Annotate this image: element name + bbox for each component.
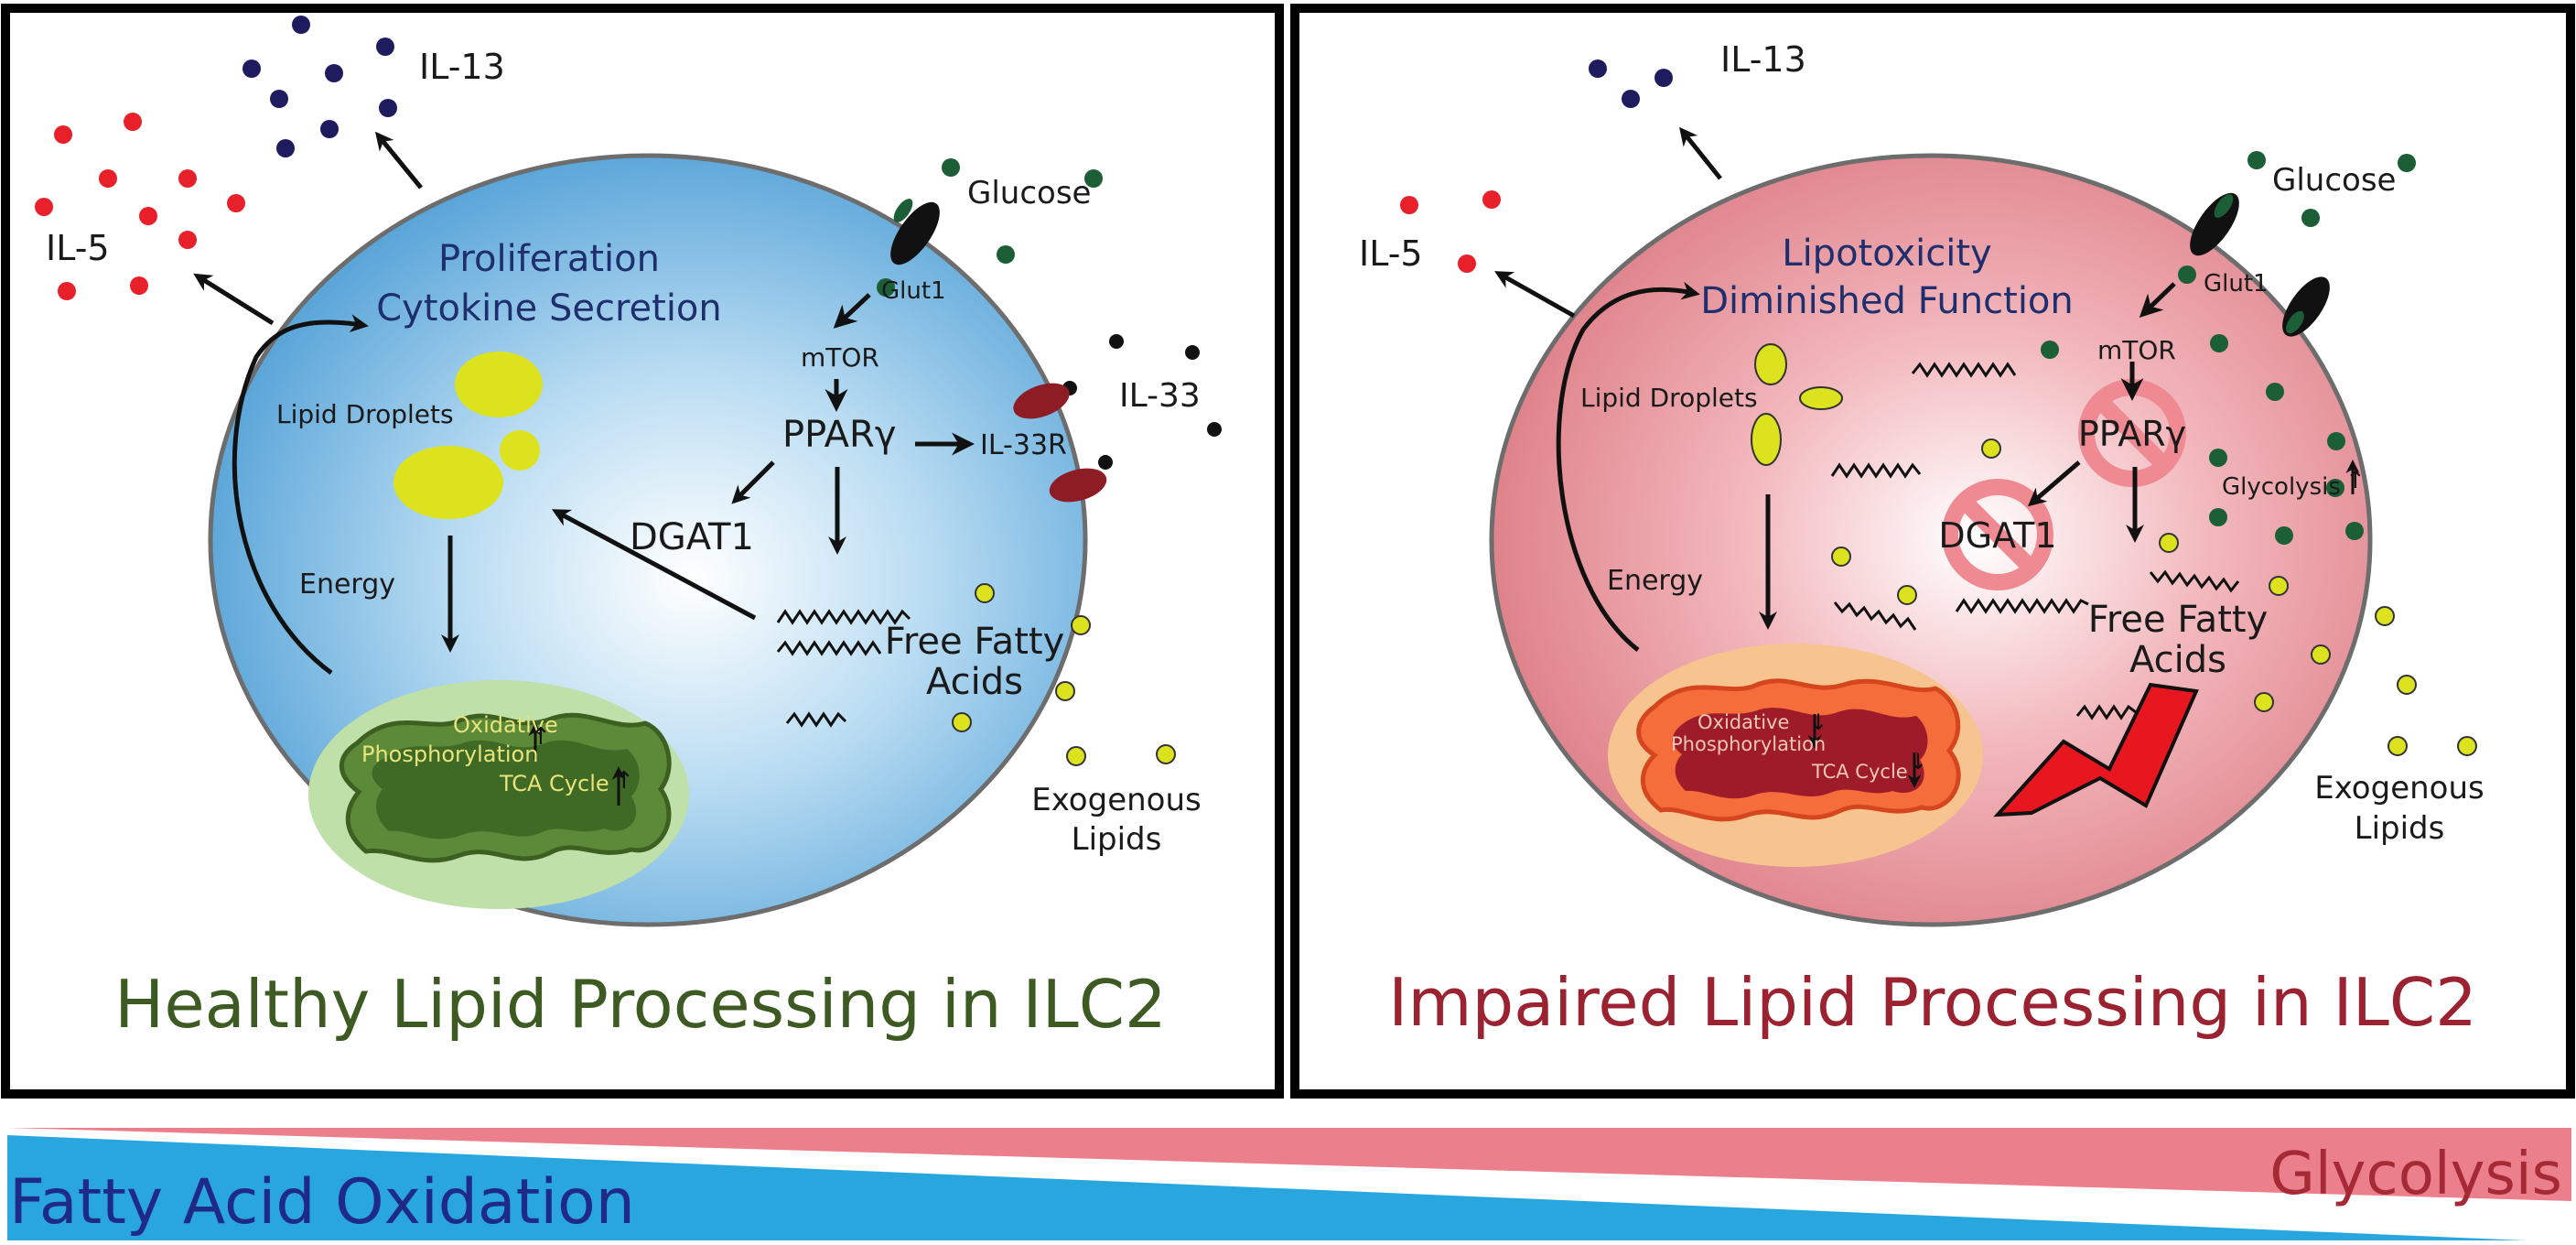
glut1-transporter-impaired [2190,192,2330,337]
glucose-label: Glucose [967,175,1091,211]
exogenous-line1: Exogenous [1031,782,1201,818]
ffa-line1: Free Fatty [885,621,1064,663]
oxphos-line2: Phosphorylation [361,742,538,767]
tca-label: TCA Cycle [499,771,609,796]
tca-label-impaired: TCA Cycle [1811,761,1908,783]
impaired-fatty-acids [1830,362,2240,720]
fao-wedge [7,1135,2526,1240]
mtor-label: mTOR [801,342,879,373]
impaired-mitochondrion [1608,644,1983,867]
healthy-arrows [193,131,975,806]
healthy-title: Healthy Lipid Processing in ILC2 [114,966,1167,1043]
exogenous-line2: Lipids [1072,821,1162,858]
lipid-dots-impaired [1831,438,2477,756]
glut1-transporter [890,199,940,265]
glucose-label-impaired: Glucose [2272,162,2396,199]
dgat1-inhibited-badge [1942,479,2053,590]
ffa-line1-impaired: Free Fatty [2088,599,2268,641]
impaired-function-line1: Lipotoxicity [1782,233,1991,275]
oxphos-line2-impaired: Phosphorylation [1671,733,1826,755]
exogenous-line1-impaired: Exogenous [2314,770,2484,807]
impaired-panel: IL-13 IL-5 Glucose Glut1 mTOR PPARγ DGAT… [1359,39,2484,1041]
glycolysis-change-glyph: ↑ [2345,467,2366,494]
lipotoxicity-bolt [1993,682,2199,817]
impaired-title: Impaired Lipid Processing in ILC2 [1388,964,2477,1041]
ffa-line2-impaired: Acids [2129,639,2226,681]
impaired-function-line2: Diminished Function [1700,280,2074,322]
il33-dots [1062,334,1222,470]
il5-dots-impaired [1400,190,1501,273]
il13-label: IL-13 [419,47,505,87]
il5-label-impaired: IL-5 [1359,233,1423,274]
glycolysis-label: Glycolysis [2269,1141,2562,1208]
healthy-function-line2: Cytokine Secretion [376,287,722,330]
tca-change-glyph: ↑ [614,767,634,795]
ppar-label: PPARγ [782,414,897,456]
metabolic-gradient-bar: Fatty Acid Oxidation Glycolysis [7,1128,2571,1240]
il13-label-impaired: IL-13 [1720,39,1806,80]
il33r-receptor [1013,383,1107,503]
fao-label: Fatty Acid Oxidation [9,1166,635,1239]
glut1-label: Glut1 [881,277,946,305]
healthy-mitochondrion [308,680,689,909]
lipid-droplets-label: Lipid Droplets [276,399,454,429]
oxphos-line1: Oxidative [453,712,558,738]
energy-label: Energy [299,568,395,601]
glycolysis-wedge [7,1128,2571,1201]
il5-label: IL-5 [46,228,110,268]
il33-label: IL-33 [1119,377,1201,415]
healthy-panel: IL-13 IL-5 IL-33 Glucose Glut1 mTOR PPAR… [35,16,1222,1043]
impaired-arrows [1494,126,2360,788]
il33r-label: IL-33R [980,429,1067,461]
ffa-line2: Acids [926,661,1023,703]
exogenous-line2-impaired: Lipids [2355,810,2445,847]
lipid-droplets [393,352,543,519]
mtor-label-impaired: mTOR [2097,335,2176,365]
oxphos-line1-impaired: Oxidative [1698,711,1789,733]
glut1-label-impaired: Glut1 [2204,270,2269,298]
il13-dots-impaired [1589,60,1673,108]
dgat1-label: DGAT1 [630,516,754,558]
energy-label-impaired: Energy [1607,565,1703,597]
il13-dots [243,16,397,157]
healthy-fatty-acids [776,609,911,728]
glucose-dots-impaired [2041,151,2416,545]
ppar-label-impaired: PPARγ [2078,414,2186,454]
oxphos-change-glyph-impaired: ↓ [1809,709,1828,735]
lipid-droplets-impaired [1751,343,1843,466]
glycolysis-label-impaired: Glycolysis [2222,473,2341,501]
il5-dots [35,113,245,300]
oxphos-change-glyph: ↑ [531,723,551,751]
exogenous-lipid-dots [952,583,1176,766]
healthy-function-line1: Proliferation [438,238,660,280]
dgat1-label-impaired: DGAT1 [1938,515,2056,556]
lipid-droplets-label-impaired: Lipid Droplets [1580,383,1758,413]
tca-change-glyph-impaired: ↓ [1909,749,1928,774]
